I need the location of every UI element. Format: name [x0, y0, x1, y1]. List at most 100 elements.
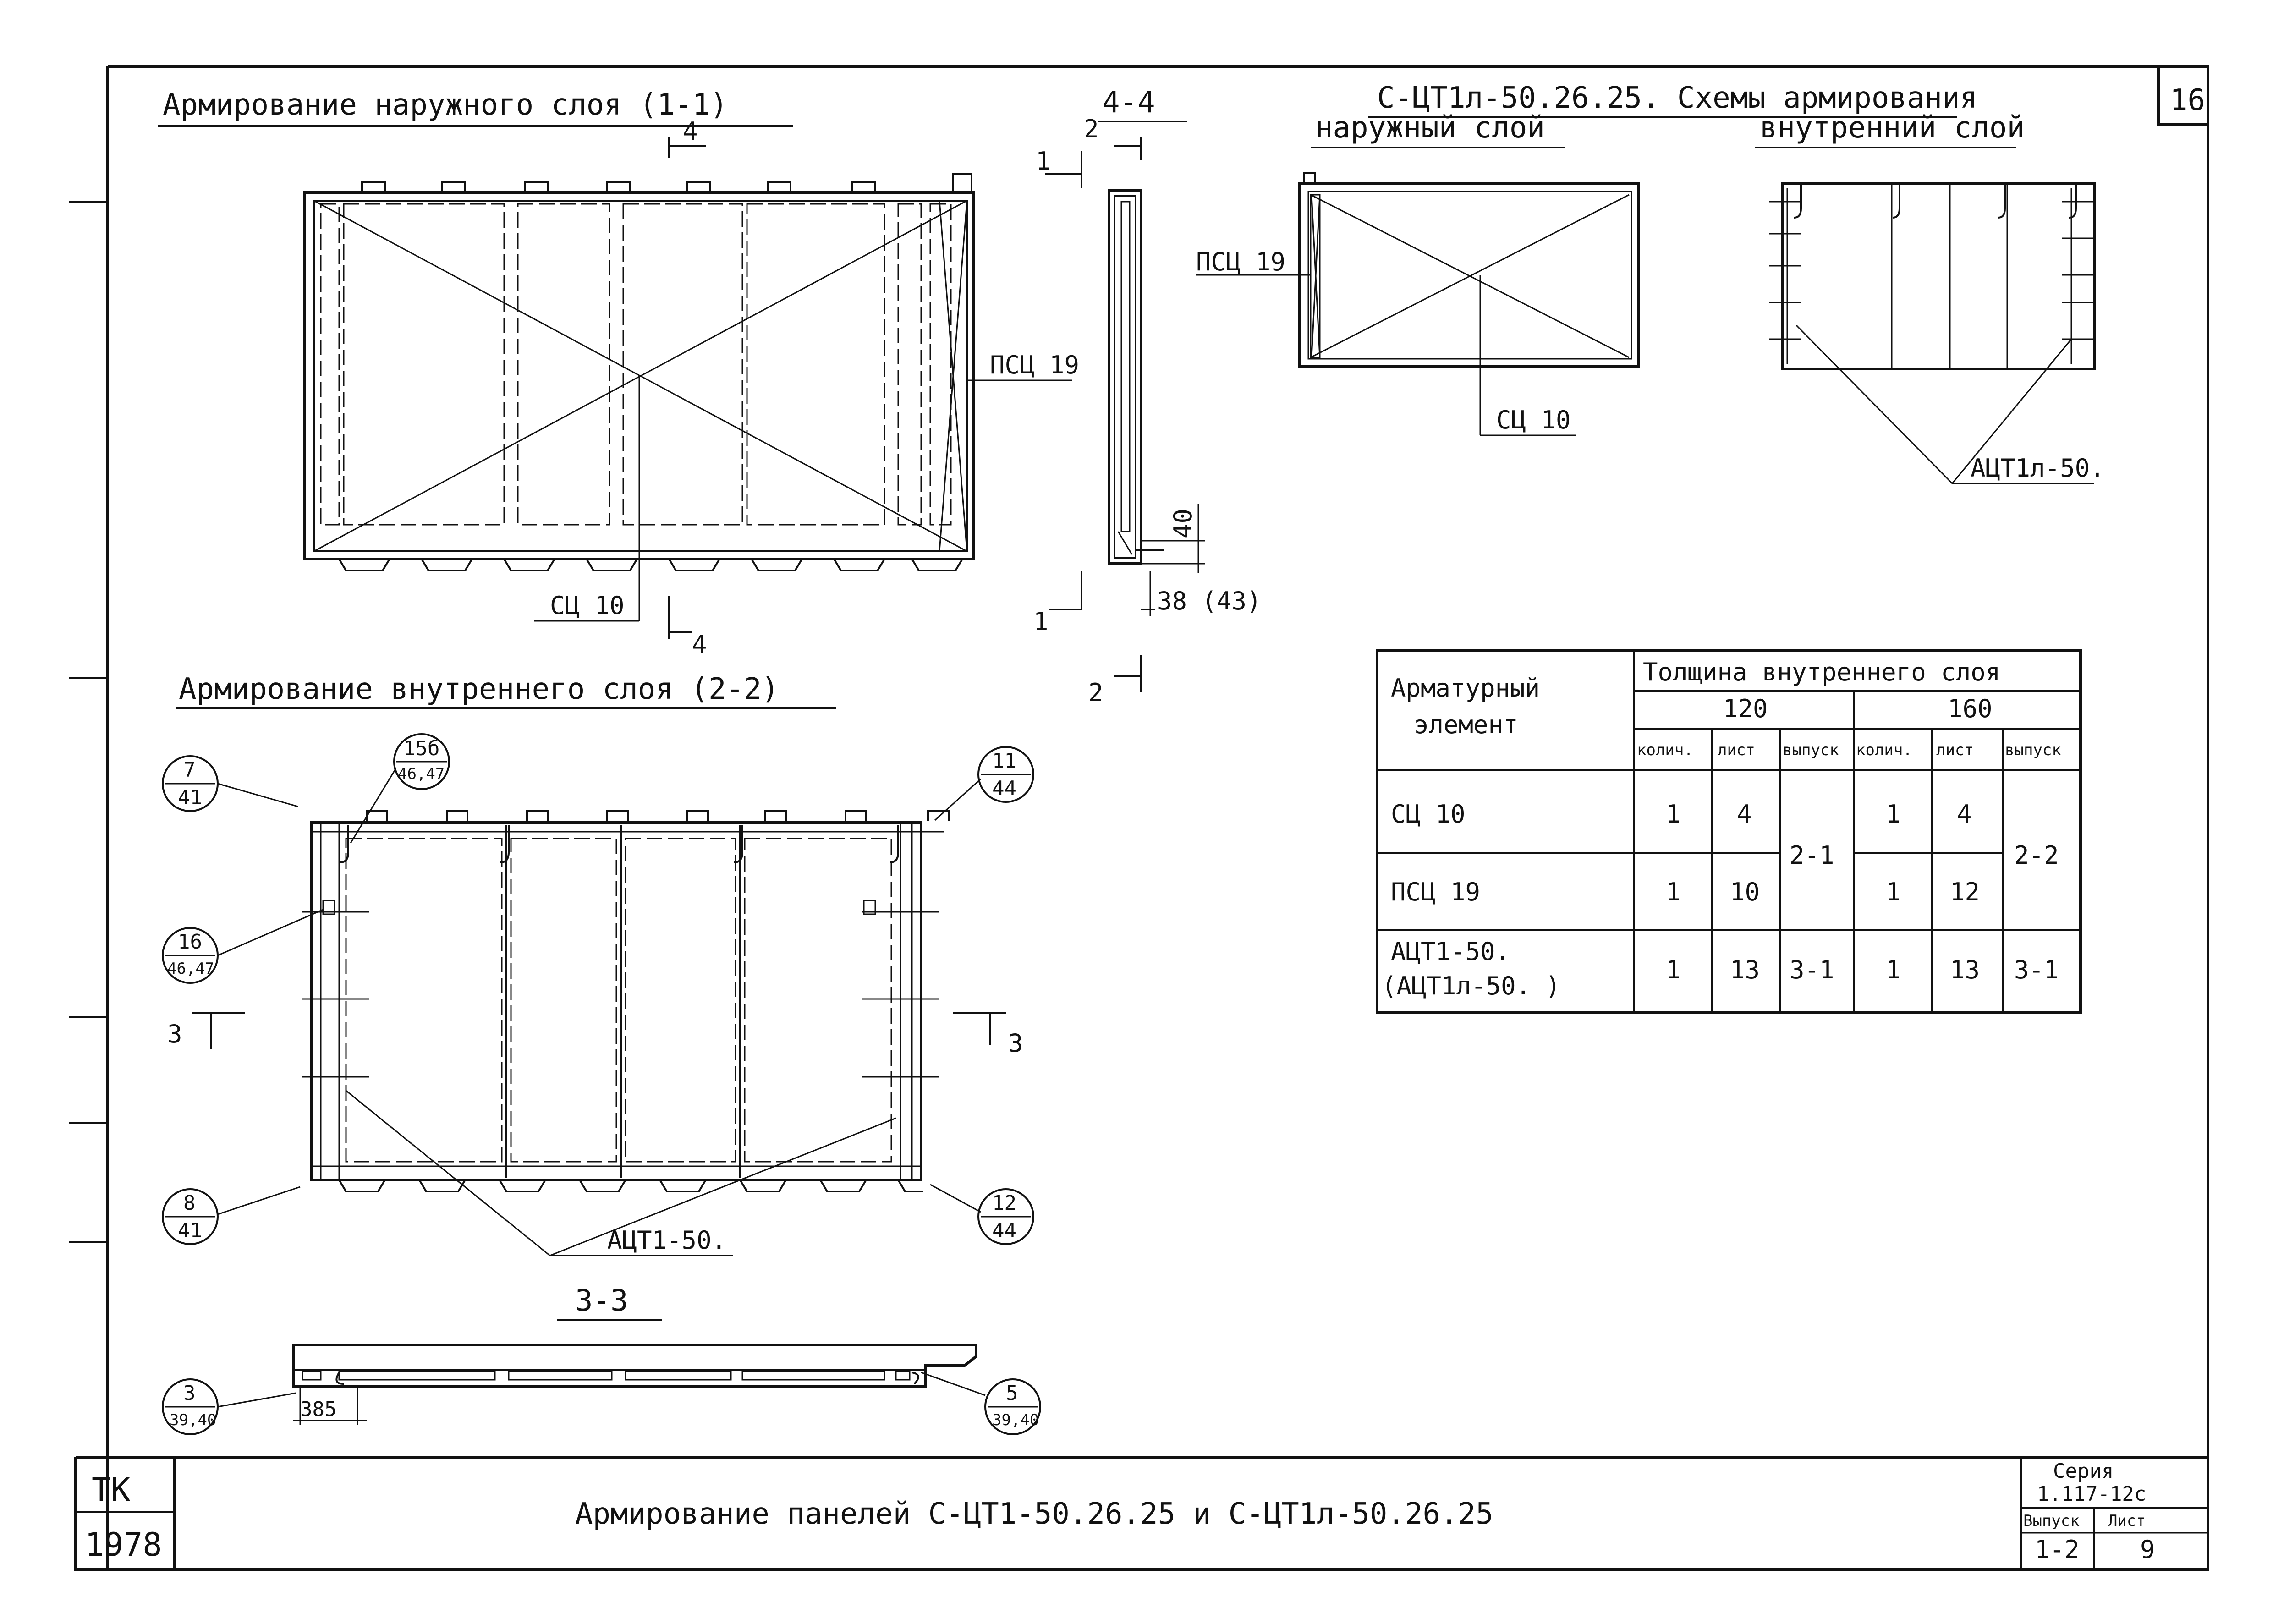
scheme-inner-view — [1769, 182, 2096, 484]
drawing-title: Армирование панелей С-ЦТ1-50.26.25 и С-Ц… — [575, 1497, 1493, 1531]
series-label: Серия — [2053, 1459, 2114, 1483]
table-cell: 1 — [1886, 878, 1901, 906]
table-cell: 1 — [1666, 800, 1681, 828]
issue-value: 1-2 — [2035, 1535, 2080, 1564]
table-cell: 4 — [1957, 800, 1972, 828]
cut-label-3-left: 3 — [167, 1020, 182, 1048]
dim-40: 40 — [1169, 509, 1197, 538]
callout-bottom: 41 — [178, 1219, 202, 1242]
table-row-element: АЦТ1-50. — [1391, 937, 1510, 966]
cut-label-4-bottom: 4 — [692, 630, 707, 659]
schemes-title: С-ЦТ1л-50.26.25. Схемы армирования — [1377, 81, 1977, 115]
table-thickness-160: 160 — [1948, 694, 1993, 723]
section-4-4-title: 4-4 — [1102, 86, 1155, 120]
cut-label-2-bottom: 2 — [1088, 678, 1104, 707]
psc19-label-scheme: ПСЦ 19 — [1196, 247, 1285, 276]
inner-layer-view — [192, 810, 1006, 1256]
sc10-label-outer: СЦ 10 — [550, 591, 625, 620]
sc10-label-scheme: СЦ 10 — [1496, 406, 1571, 434]
callout-bottom: 44 — [992, 1219, 1016, 1242]
table-cell: 13 — [1950, 955, 1980, 984]
callout-15b-46-47: 15б 46,47 — [350, 733, 450, 844]
callout-top: 16 — [178, 930, 202, 954]
series-value: 1.117-12с — [2037, 1482, 2146, 1506]
table-sub-header: выпуск — [1783, 741, 1839, 759]
psc19-label-outer: ПСЦ 19 — [990, 351, 1079, 379]
table-cell: 1 — [1666, 878, 1681, 906]
table-cell: 10 — [1730, 878, 1760, 906]
cut-label-1-bottom: 1 — [1033, 607, 1049, 636]
callout-bottom: 39,40 — [992, 1411, 1039, 1429]
callout-bottom: 46,47 — [167, 960, 214, 978]
table-row-element: ПСЦ 19 — [1391, 878, 1480, 906]
table-sub-header: лист — [1936, 741, 1974, 759]
callout-top: 7 — [183, 758, 196, 782]
table-sub-header: выпуск — [2005, 741, 2061, 759]
callout-bottom: 46,47 — [398, 765, 445, 783]
cut-label-3-right: 3 — [1008, 1029, 1023, 1058]
outer-layer-title-group: Армирование наружного слоя (1-1) — [158, 88, 793, 127]
callout-top: 15б — [403, 737, 439, 760]
cut-label-2-top: 2 — [1084, 115, 1099, 143]
title-block-year: 1978 — [85, 1526, 162, 1564]
act1l-label-scheme: АЦТ1л-50. — [1971, 454, 2105, 483]
table-row-element-alt: (АЦТ1л-50. ) — [1382, 971, 1560, 1000]
section-4-4-view — [1045, 137, 1205, 692]
table-cell: 12 — [1950, 878, 1980, 906]
outer-layer-title: Армирование наружного слоя (1-1) — [163, 88, 728, 122]
scheme-outer-view — [1196, 172, 1640, 436]
table-thickness-120: 120 — [1723, 694, 1768, 723]
callout-top: 8 — [183, 1191, 196, 1215]
table-cell: 1 — [1886, 955, 1901, 984]
callout-16-46-47: 16 46,47 — [162, 909, 324, 984]
table-merged-vypusk-160: 2-2 — [2014, 841, 2059, 870]
scheme-outer-label: наружный слой — [1315, 111, 1545, 145]
table-cell: 3-1 — [2014, 955, 2059, 984]
callout-bottom: 41 — [178, 786, 202, 809]
callout-8-41: 8 41 — [162, 1186, 301, 1245]
table-sub-header: колич. — [1637, 741, 1693, 759]
dim-385: 385 — [300, 1398, 336, 1421]
callout-bottom: 39,40 — [170, 1411, 216, 1429]
callout-3-39-40: 3 39,40 — [162, 1378, 219, 1435]
callout-top: 11 — [992, 749, 1016, 773]
table-sub-header: лист — [1718, 741, 1755, 759]
callout-12-44: 12 44 — [930, 1184, 1034, 1245]
reinforcement-table — [1376, 649, 2082, 1014]
callout-11-44: 11 44 — [934, 746, 1034, 821]
cut-label-1-top: 1 — [1036, 147, 1051, 176]
callout-5-39-40: 5 39,40 — [984, 1378, 1041, 1435]
callout-bottom: 44 — [992, 777, 1016, 800]
table-cell: 1 — [1666, 955, 1681, 984]
callout-top: 3 — [183, 1382, 196, 1405]
section-3-3-view — [217, 1344, 986, 1425]
table-cell: 4 — [1737, 800, 1752, 828]
section-3-3-title: 3-3 — [575, 1284, 628, 1318]
act1-label: АЦТ1-50. — [607, 1226, 726, 1255]
callout-top: 5 — [1006, 1382, 1018, 1405]
table-row-element: СЦ 10 — [1391, 800, 1466, 828]
table-corner-header-2: элемент — [1414, 710, 1518, 739]
sheet-corner-number: 16 — [2170, 83, 2205, 117]
sheet-frame — [69, 65, 2209, 1571]
issue-label: Выпуск — [2023, 1512, 2080, 1530]
scheme-inner-label: внутренний слой — [1760, 111, 2025, 145]
dim-38-43: 38 (43) — [1157, 587, 1262, 615]
inner-layer-title: Армирование внутреннего слоя (2-2) — [179, 672, 779, 706]
sheet-label: Лист — [2108, 1512, 2146, 1530]
table-group-header: Толщина внутреннего слоя — [1643, 658, 2000, 686]
table-merged-vypusk-120: 2-1 — [1790, 841, 1834, 870]
title-block — [76, 1456, 2208, 1569]
table-corner-header-1: Арматурный — [1391, 674, 1540, 702]
table-cell: 13 — [1730, 955, 1760, 984]
outer-layer-view — [303, 137, 1072, 639]
callout-7-41: 7 41 — [162, 755, 298, 812]
table-sub-header: колич. — [1856, 741, 1912, 759]
title-block-tk: ТК — [92, 1471, 130, 1509]
cut-label-4-top: 4 — [683, 117, 698, 146]
table-cell: 1 — [1886, 800, 1901, 828]
table-cell: 3-1 — [1790, 955, 1834, 984]
callout-top: 12 — [992, 1191, 1016, 1215]
sheet-value: 9 — [2140, 1535, 2155, 1564]
